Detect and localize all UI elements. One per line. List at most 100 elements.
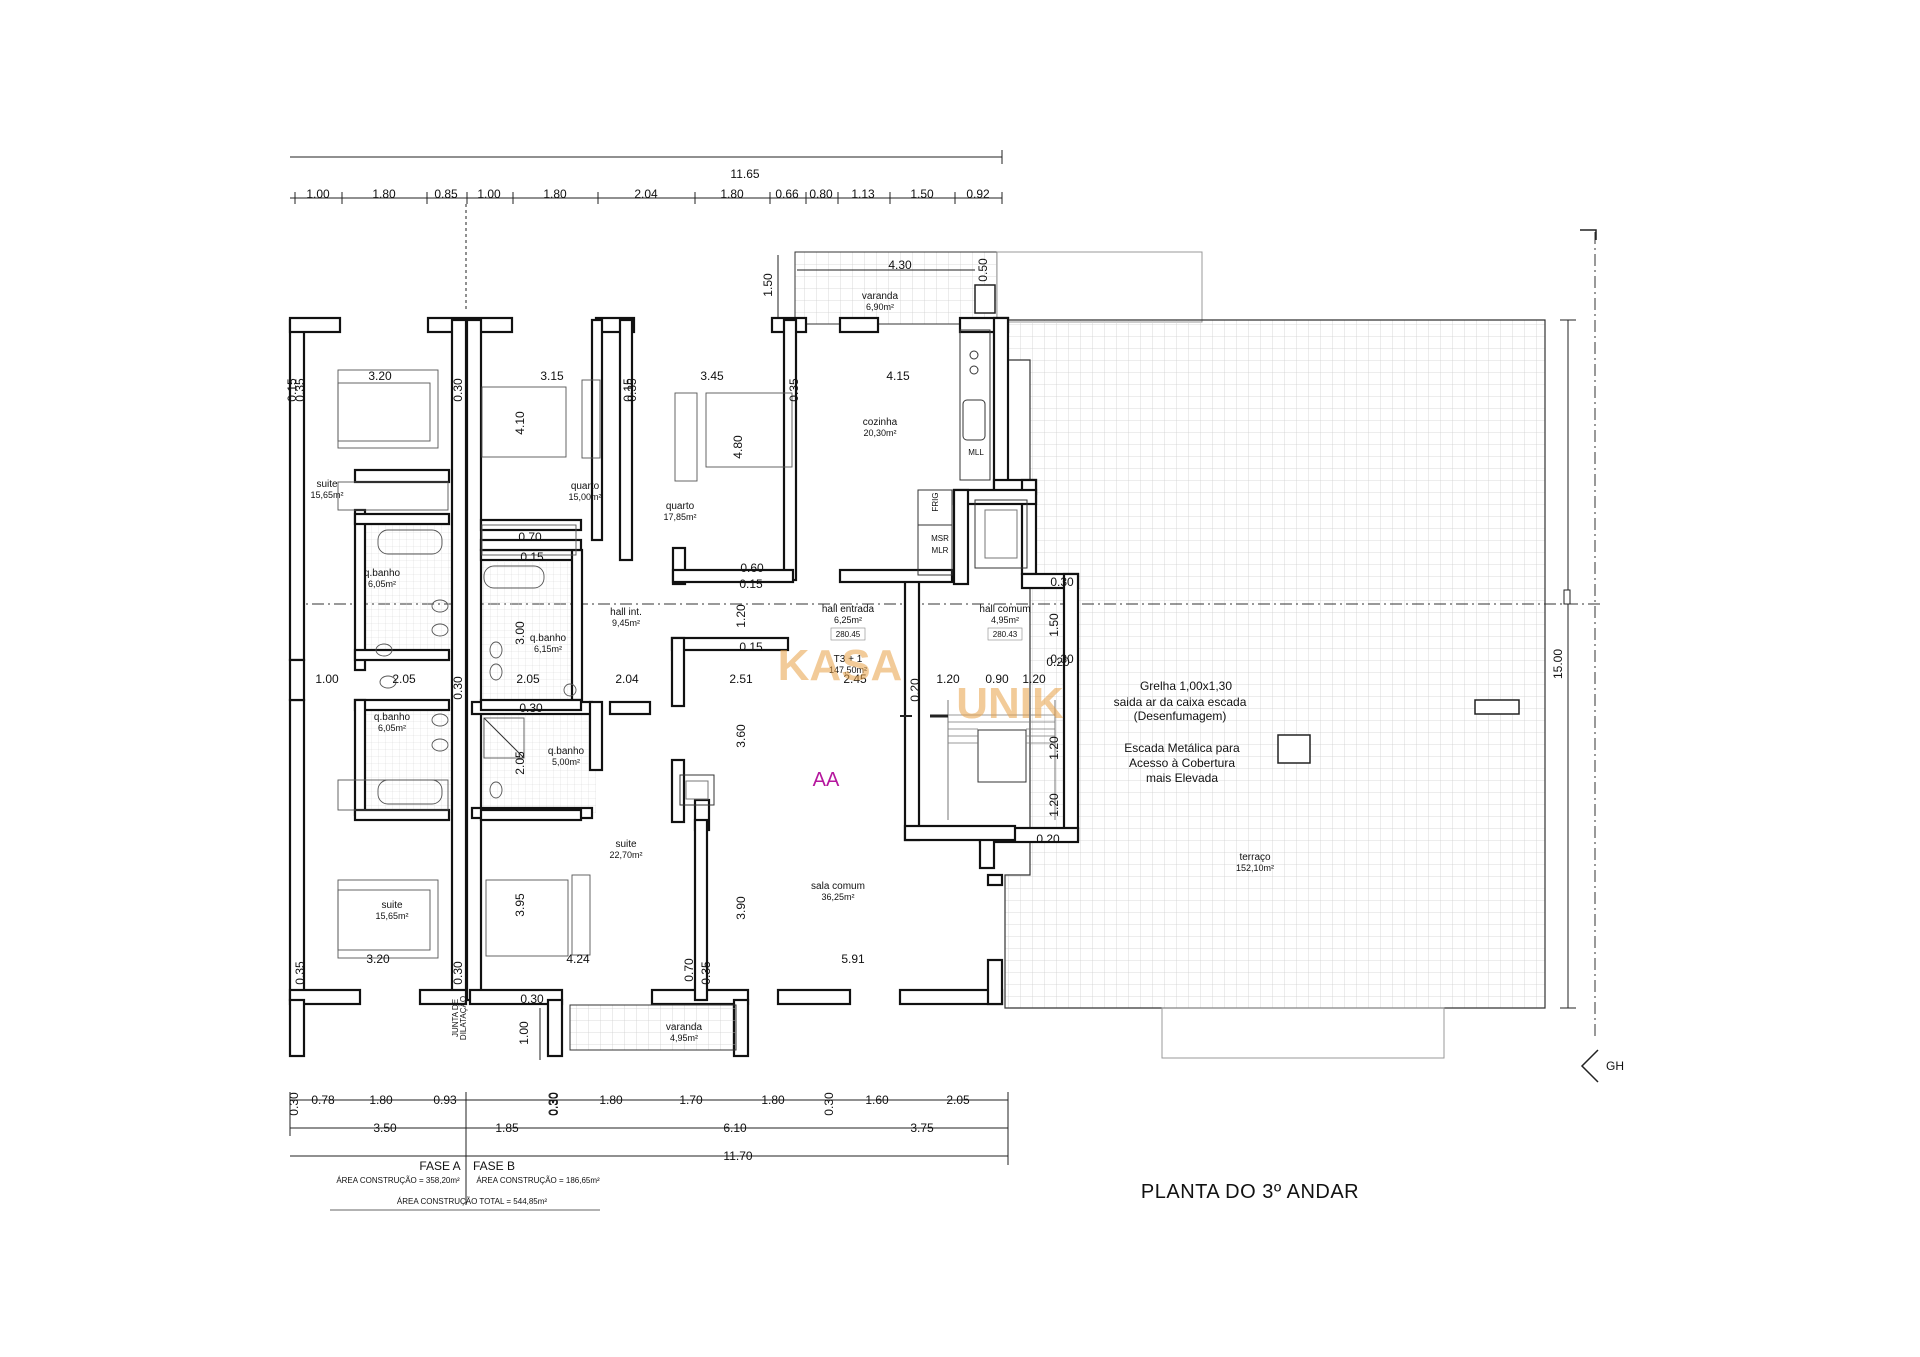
top-dim-label: 1.13	[851, 187, 875, 201]
top-dim-label: 0.85	[434, 187, 458, 201]
dim-d035b: 0.35	[293, 961, 307, 985]
room-area-qbanho-2: 6,15m²	[534, 644, 562, 654]
room-area-qbanho-1: 6,05m²	[368, 579, 396, 589]
dim-d410: 4.10	[513, 411, 527, 435]
bottom-dim-row2: 3.50	[373, 1121, 397, 1135]
bottom-dim-row1: 2.05	[946, 1093, 970, 1107]
bottom-dim-row2: 6.10	[723, 1121, 747, 1135]
dim-d015a: 0.15	[285, 378, 299, 402]
sanitary-fixtures	[375, 529, 715, 806]
drawing-title: PLANTA DO 3º ANDAR	[1141, 1181, 1359, 1203]
varanda-bottom	[539, 1004, 737, 1060]
room-name-qbanho-1: q.banho	[364, 568, 401, 579]
room-name-hall-entrada: hall entrada	[822, 604, 875, 615]
mlr-label: MLR	[932, 546, 949, 555]
room-area-hall-int: 9,45m²	[612, 618, 640, 628]
bottom-dim-row1: 0.78	[311, 1093, 335, 1107]
room-area-suite-3: 15,65m²	[375, 911, 408, 921]
dim-d015e: 0.15	[739, 640, 763, 654]
bottom-total-dim: 11.70	[723, 1149, 752, 1163]
bottom-dimensions	[289, 1092, 1009, 1211]
room-name-quarto-2: quarto	[666, 501, 695, 512]
top-dim-label: 0.80	[809, 187, 833, 201]
dim-d020b: 0.20	[1046, 655, 1070, 669]
dim-d020c: 0.20	[1036, 832, 1060, 846]
fase-a-label: FASE A	[419, 1159, 460, 1173]
frig-label: FRIG	[931, 492, 940, 511]
dim-d015d: 0.15	[739, 577, 763, 591]
dim-d150b: 1.50	[1047, 613, 1061, 637]
room-area-terraco: 152,10m²	[1236, 863, 1274, 873]
dim-d320a: 3.20	[368, 369, 392, 383]
room-area-quarto-2: 17,85m²	[663, 512, 696, 522]
top-dim-label: 1.00	[306, 187, 330, 201]
beds	[337, 369, 793, 959]
room-area-qbanho-4: 5,00m²	[552, 757, 580, 767]
bottom-dim-row1: 1.80	[369, 1093, 393, 1107]
mll-label: MLL	[968, 448, 984, 457]
room-area-sala-comum: 36,25m²	[821, 892, 854, 902]
dim-d030g: 0.30	[1050, 652, 1074, 666]
room-area-quarto-1: 15,00m²	[568, 492, 601, 502]
typology-area: 147,50m²	[829, 665, 867, 675]
junta-label-1: JUNTA DE	[451, 999, 460, 1037]
room-area-hall-entrada: 6,25m²	[834, 615, 862, 625]
watermark-unik: UNIK	[956, 679, 1064, 728]
dim-d035e: 0.35	[625, 378, 639, 402]
dim-d030c: 0.30	[451, 961, 465, 985]
kitchen-fixtures	[917, 329, 1028, 576]
dim-d050: 0.50	[976, 258, 990, 282]
room-area-varanda-top: 6,90m²	[866, 302, 894, 312]
level-box	[987, 627, 1023, 641]
total-area: ÁREA CONSTRUÇÃO TOTAL = 544,85m²	[397, 1197, 548, 1206]
dim-d360: 3.60	[734, 724, 748, 748]
msr-label: MSR	[931, 534, 949, 543]
fase-b-area: ÁREA CONSTRUÇÃO = 186,65m²	[476, 1176, 600, 1185]
varanda-bottom-dim: 1.00	[517, 1021, 531, 1045]
room-name-terraco: terraço	[1239, 852, 1271, 863]
dim-d245: 2.45	[843, 672, 867, 686]
dim-d205b: 2.05	[516, 672, 540, 686]
bottom-dim-row1: 1.80	[761, 1093, 785, 1107]
escada-label-2: Acesso à Cobertura	[1129, 756, 1235, 770]
dim-d030d: 0.30	[519, 701, 543, 715]
varanda-top	[777, 251, 1203, 325]
dim-d035d: 0.35	[787, 378, 801, 402]
top-dim-label: 1.80	[372, 187, 396, 201]
dim-d120d: 1.20	[1047, 736, 1061, 760]
dim-d204: 2.04	[615, 672, 639, 686]
grelha-label: Grelha 1,00x1,30	[1140, 679, 1232, 693]
dim-d015b: 0.15	[621, 378, 635, 402]
dim-d030e: 0.30	[520, 992, 544, 1006]
level-box	[830, 627, 866, 641]
section-marker: AA	[813, 769, 840, 791]
dim-d205a: 2.05	[392, 672, 416, 686]
top-dim-label: 0.66	[775, 187, 799, 201]
dim-d430: 4.30	[888, 258, 912, 272]
room-name-quarto-1: quarto	[571, 481, 600, 492]
dim-d035c: 0.35	[699, 961, 713, 985]
dim-d120a: 1.20	[734, 604, 748, 628]
dim-d120c: 1.20	[1022, 672, 1046, 686]
room-area-suite-1: 15,65m²	[310, 490, 343, 500]
dim-d060: 0.60	[740, 561, 764, 575]
right-total-dim: 15.00	[1551, 649, 1565, 679]
dim-d020a: 0.20	[908, 678, 922, 702]
room-area-varanda-bottom: 4,95m²	[670, 1033, 698, 1043]
grelha-label-3: (Desenfumagem)	[1134, 709, 1227, 723]
dim-d300: 3.00	[513, 621, 527, 645]
dim-d035a: 0.35	[293, 378, 307, 402]
stair	[900, 700, 1056, 820]
dim-d424: 4.24	[566, 952, 590, 966]
room-name-varanda-bottom: varanda	[666, 1022, 703, 1033]
bottom-dim-row1: 1.60	[865, 1093, 889, 1107]
bottom-dim-row1: 0.30	[546, 1092, 560, 1116]
dim-d030a: 0.30	[451, 378, 465, 402]
top-dim-label: 1.50	[910, 187, 934, 201]
room-level-hall-entrada: 280.45	[836, 630, 861, 639]
dim-d251: 2.51	[729, 672, 753, 686]
room-name-qbanho-3: q.banho	[374, 712, 411, 723]
fase-a-area: ÁREA CONSTRUÇÃO = 358,20m²	[336, 1176, 460, 1185]
